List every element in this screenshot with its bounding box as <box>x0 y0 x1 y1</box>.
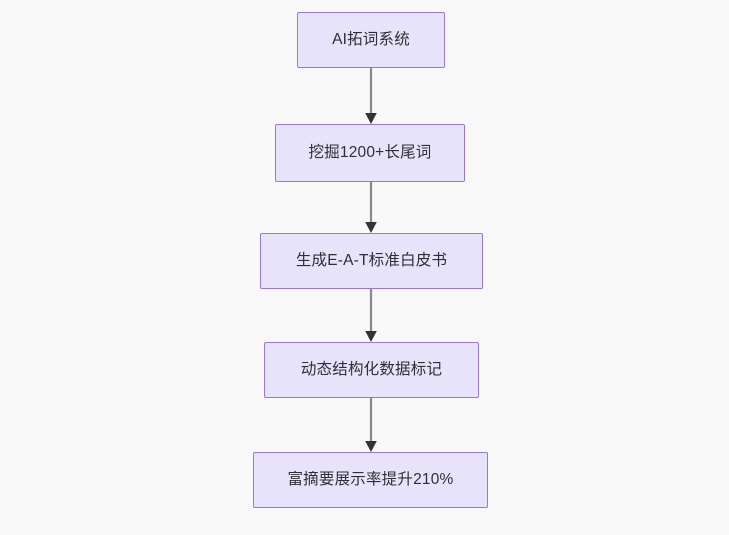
node-label: 动态结构化数据标记 <box>300 361 443 379</box>
flowchart-node-generate-eat-whitepaper[interactable]: 生成E-A-T标准白皮书 <box>260 233 483 289</box>
edge-n0-n1 <box>365 68 377 124</box>
flowchart-node-rich-snippet-impression-uplift[interactable]: 富摘要展示率提升210% <box>253 452 488 508</box>
flowchart-node-dynamic-structured-data-markup[interactable]: 动态结构化数据标记 <box>264 342 479 398</box>
edge-n3-n4 <box>365 398 377 452</box>
flowchart-node-mine-longtail-keywords[interactable]: 挖掘1200+长尾词 <box>275 124 465 182</box>
node-label: 挖掘1200+长尾词 <box>308 144 432 162</box>
flowchart-node-ai-keyword-system[interactable]: AI拓词系统 <box>297 12 445 68</box>
node-label: AI拓词系统 <box>332 31 410 49</box>
edge-n2-n3 <box>365 289 377 342</box>
edge-n1-n2 <box>365 182 377 233</box>
node-label: 生成E-A-T标准白皮书 <box>295 252 448 270</box>
node-label: 富摘要展示率提升210% <box>287 471 454 489</box>
